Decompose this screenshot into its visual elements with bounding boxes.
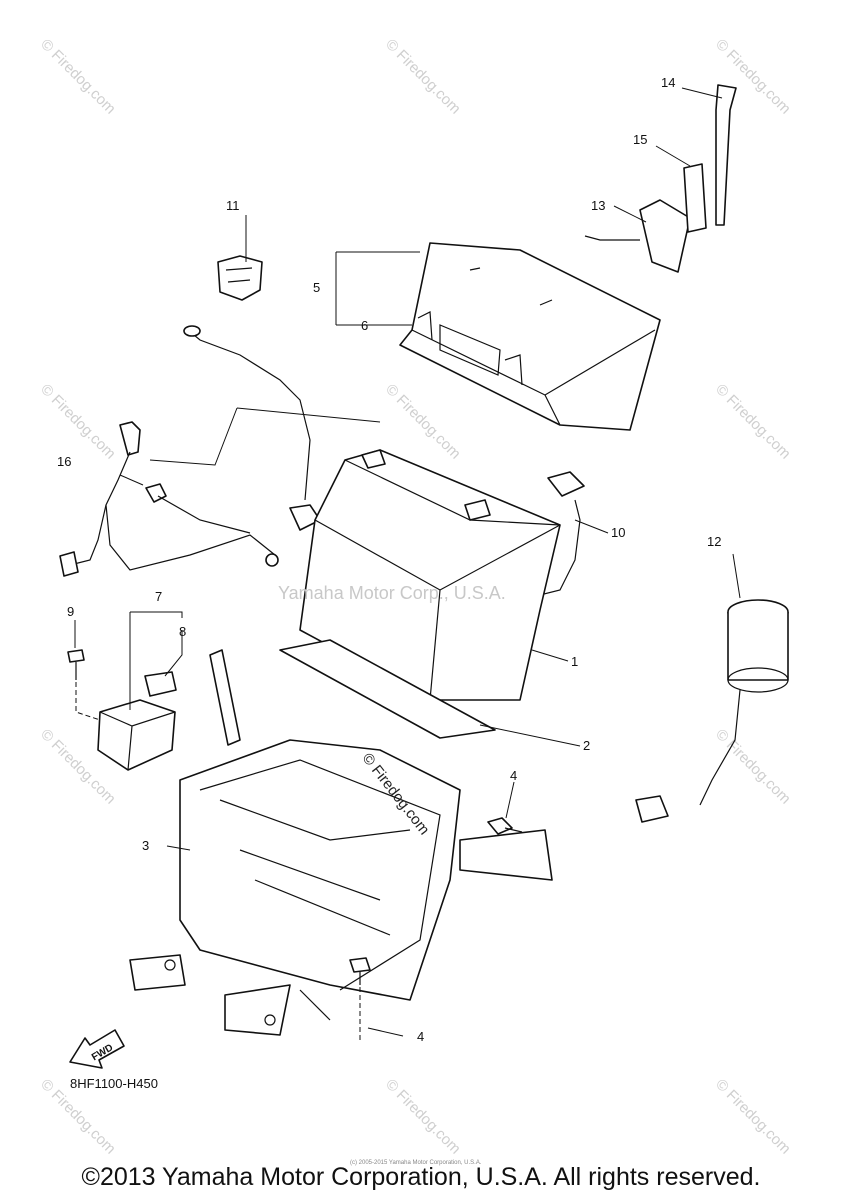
callouts: 1 2 3 4 4 5 6 7 8 9 10 11 12 13 14 15 16 <box>57 75 721 1044</box>
callout-2: 2 <box>583 738 590 753</box>
fwd-arrow: FWD <box>69 1029 125 1069</box>
callout-7: 7 <box>155 589 162 604</box>
callout-12: 12 <box>707 534 721 549</box>
callout-10: 10 <box>611 525 625 540</box>
leader-lines <box>74 87 741 1040</box>
copyright-notice: ©2013 Yamaha Motor Corporation, U.S.A. A… <box>81 1163 761 1191</box>
watermark: © Firedog.com <box>37 36 119 118</box>
callout-5: 5 <box>313 280 320 295</box>
callout-3: 3 <box>142 838 149 853</box>
watermark: © Firedog.com <box>382 36 464 118</box>
bolts <box>67 649 523 985</box>
callout-1: 1 <box>571 654 578 669</box>
starter-relay <box>97 671 177 771</box>
callout-9: 9 <box>67 604 74 619</box>
battery <box>299 449 561 701</box>
watermark: © Firedog.com <box>37 381 119 463</box>
callout-15: 15 <box>633 132 647 147</box>
callout-14: 14 <box>661 75 675 90</box>
callout-13: 13 <box>591 198 605 213</box>
battery-box <box>129 649 553 1036</box>
watermark: © Firedog.com <box>712 381 794 463</box>
callout-4: 4 <box>510 768 517 783</box>
watermark: © Firedog.com <box>382 381 464 463</box>
clamp <box>217 255 263 301</box>
callout-16: 16 <box>57 454 71 469</box>
watermark: © Firedog.com <box>382 1076 464 1158</box>
center-watermark: Yamaha Motor Corp., U.S.A. <box>278 583 506 603</box>
battery-pad <box>279 639 496 739</box>
drawing-code: 8HF1100-H450 <box>70 1076 158 1091</box>
watermark: © Firedog.com <box>712 1076 794 1158</box>
callout-6: 6 <box>361 318 368 333</box>
sensor-assembly <box>584 84 737 273</box>
watermark: © Firedog.com <box>712 726 794 808</box>
dc-jack <box>635 599 789 823</box>
callout-4-lower: 4 <box>417 1029 424 1044</box>
battery-cover <box>399 242 661 431</box>
callout-8: 8 <box>179 624 186 639</box>
tiny-credit: (c) 2005-2015 Yamaha Motor Corporation, … <box>350 1160 482 1166</box>
callout-11: 11 <box>226 198 240 213</box>
